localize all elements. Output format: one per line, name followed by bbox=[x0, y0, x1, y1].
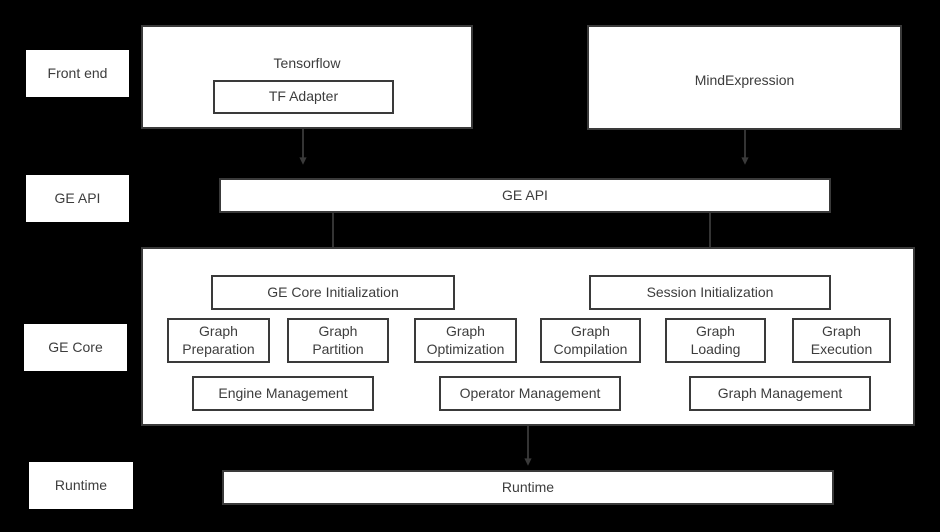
engine-management-box[interactable]: Engine Management bbox=[192, 376, 374, 411]
graph-compilation-label: Graph Compilation bbox=[553, 323, 628, 357]
graph-management-box[interactable]: Graph Management bbox=[689, 376, 871, 411]
mindexpression-title: MindExpression bbox=[694, 72, 795, 88]
frontend-tf-adapter-box[interactable]: TF Adapter bbox=[213, 80, 394, 114]
layer-label-ge-api: GE API bbox=[26, 175, 129, 222]
tensorflow-title: Tensorflow bbox=[273, 55, 341, 71]
tf-adapter-label: TF Adapter bbox=[268, 88, 339, 105]
runtime-bar[interactable]: Runtime bbox=[222, 470, 834, 505]
layer-label-text: Runtime bbox=[54, 476, 108, 493]
engine-management-label: Engine Management bbox=[218, 384, 348, 401]
graph-optimization-label: Graph Optimization bbox=[426, 323, 505, 357]
graph-execution-label: Graph Execution bbox=[810, 323, 873, 357]
frontend-mindexpression-container[interactable]: MindExpression bbox=[587, 25, 902, 130]
operator-management-box[interactable]: Operator Management bbox=[439, 376, 621, 411]
ge-core-initialization-label: GE Core Initialization bbox=[267, 283, 399, 300]
ge-api-label: GE API bbox=[502, 186, 548, 203]
operator-management-label: Operator Management bbox=[459, 384, 601, 401]
session-initialization-label: Session Initialization bbox=[646, 283, 774, 300]
runtime-label: Runtime bbox=[501, 478, 555, 495]
graph-preparation-box[interactable]: Graph Preparation bbox=[167, 318, 270, 363]
graph-loading-box[interactable]: Graph Loading bbox=[665, 318, 766, 363]
layer-label-text: GE API bbox=[54, 189, 101, 206]
layer-label-runtime: Runtime bbox=[29, 462, 133, 509]
ge-api-bar[interactable]: GE API bbox=[219, 178, 831, 213]
layer-label-front-end: Front end bbox=[26, 50, 129, 97]
ge-core-initialization-box[interactable]: GE Core Initialization bbox=[211, 275, 455, 310]
graph-management-label: Graph Management bbox=[717, 384, 843, 401]
graph-partition-label: Graph Partition bbox=[312, 323, 364, 357]
layer-label-text: Front end bbox=[47, 64, 108, 81]
layer-label-ge-core: GE Core bbox=[24, 324, 127, 371]
graph-loading-label: Graph Loading bbox=[690, 323, 741, 357]
session-initialization-box[interactable]: Session Initialization bbox=[589, 275, 831, 310]
graph-optimization-box[interactable]: Graph Optimization bbox=[414, 318, 517, 363]
graph-compilation-box[interactable]: Graph Compilation bbox=[540, 318, 641, 363]
layer-label-text: GE Core bbox=[48, 338, 103, 355]
graph-partition-box[interactable]: Graph Partition bbox=[287, 318, 389, 363]
graph-execution-box[interactable]: Graph Execution bbox=[792, 318, 891, 363]
graph-preparation-label: Graph Preparation bbox=[182, 323, 255, 357]
